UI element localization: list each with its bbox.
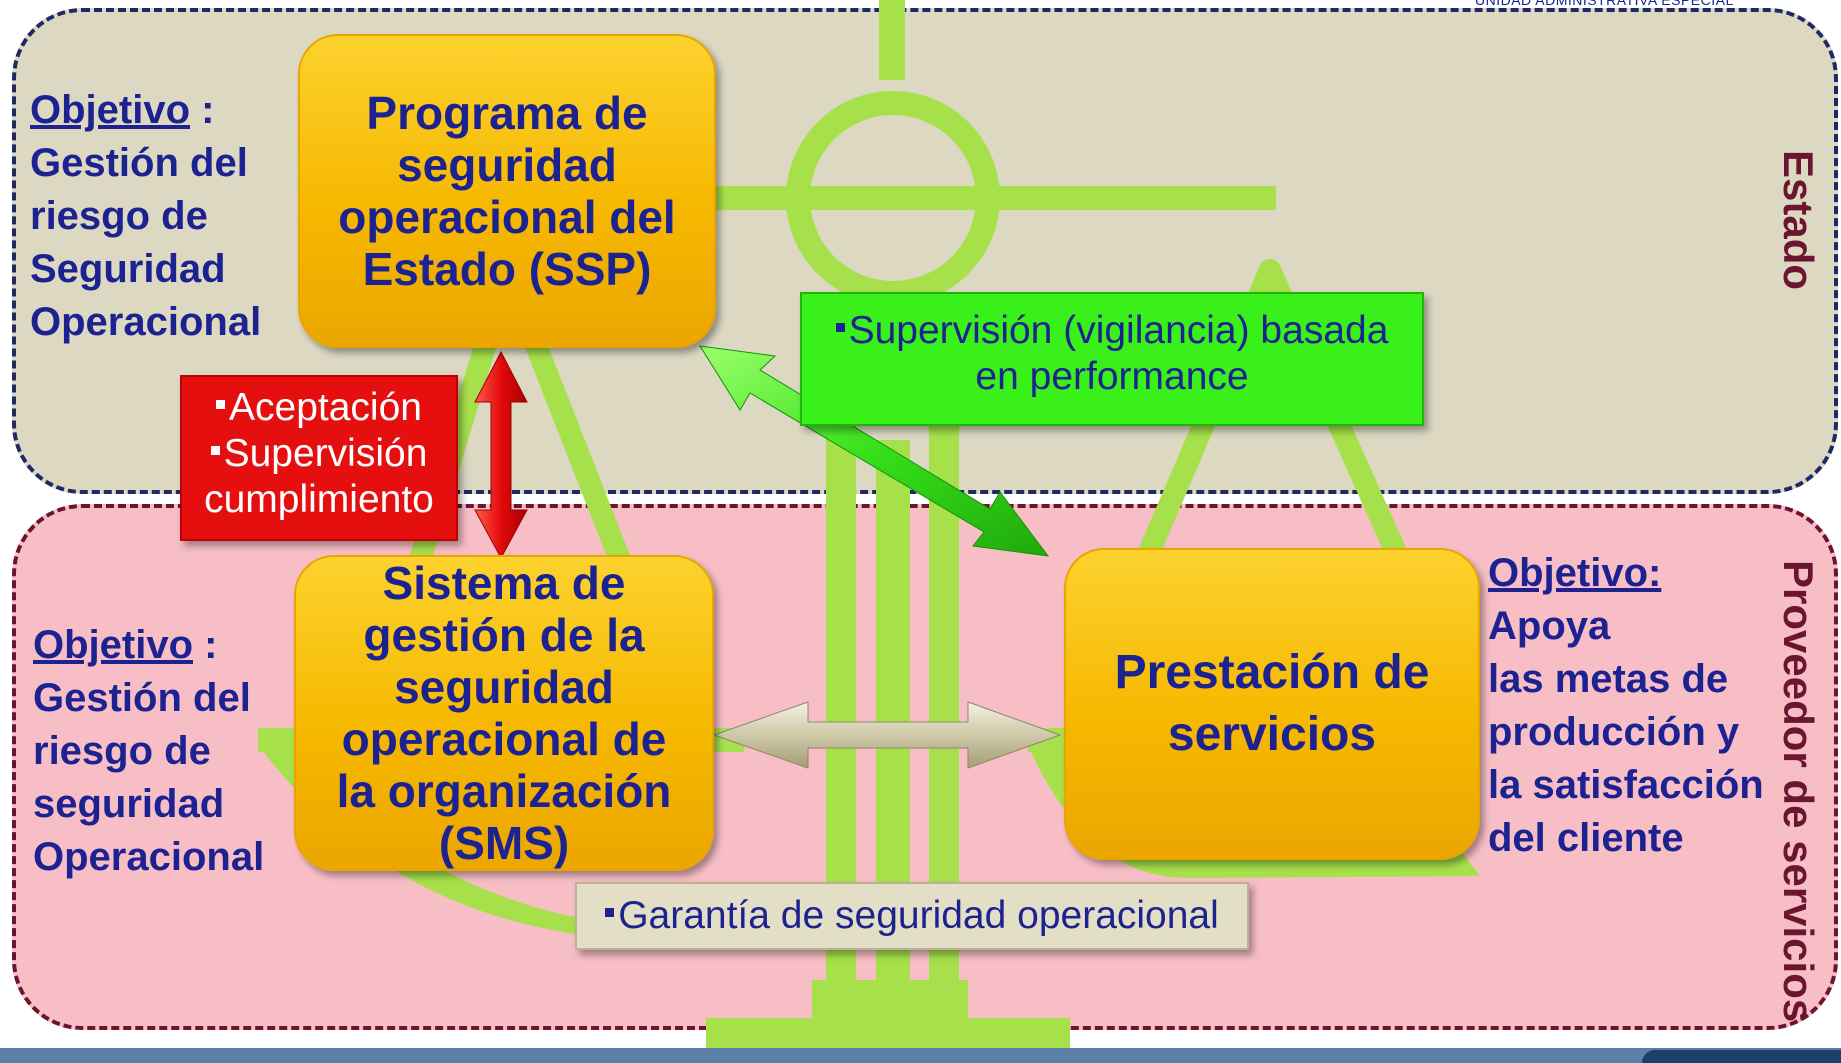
- footer-corner: [1642, 1050, 1841, 1063]
- supervision-callout: Supervisión (vigilancia) basada en perfo…: [800, 292, 1424, 426]
- bullet-icon: [210, 446, 220, 456]
- objective-heading: Objetivo:: [1488, 551, 1662, 595]
- scale-beam: [610, 186, 1276, 210]
- bullet-icon: [835, 323, 845, 333]
- objective-proveedor-right: Objetivo: Apoya las metas de producción …: [1488, 551, 1764, 860]
- prestacion-box: Prestación de servicios: [1064, 548, 1480, 860]
- garantia-callout: Garantía de seguridad operacional: [575, 882, 1249, 950]
- gray-double-arrow: [712, 701, 1062, 769]
- objective-estado: Objetivo : Gestión del riesgo de Segurid…: [30, 88, 262, 344]
- objective-heading: Objetivo: [33, 623, 194, 667]
- red-double-arrow: [474, 350, 528, 560]
- green-double-arrow: [699, 345, 1050, 557]
- aceptacion-callout: Aceptación Supervisión cumplimiento: [180, 375, 458, 541]
- ssp-box-text: Programa de seguridad operacional del Es…: [338, 87, 676, 295]
- objective-proveedor-left: Objetivo : Gestión del riesgo de segurid…: [33, 623, 265, 879]
- bullet-icon: [216, 400, 226, 410]
- scale-top-post: [879, 0, 905, 80]
- proveedor-label: Proveedor de servicios: [1775, 560, 1822, 1023]
- scale-string-left-2: [519, 319, 631, 571]
- scale-base-upper: [812, 980, 968, 1020]
- scale-base: [706, 1018, 1070, 1048]
- sms-box-text: Sistema de gestión de la seguridad opera…: [336, 557, 672, 869]
- prestacion-box-text: Prestación de servicios: [1114, 646, 1430, 761]
- ssp-box: Programa de seguridad operacional del Es…: [298, 34, 716, 348]
- bullet-icon: [605, 908, 615, 918]
- sms-box: Sistema de gestión de la seguridad opera…: [294, 555, 714, 871]
- watermark-text: UNIDAD ADMINISTRATIVA ESPECIAL: [1475, 0, 1734, 8]
- footer-bar: [0, 1048, 1841, 1063]
- estado-label: Estado: [1775, 150, 1822, 291]
- objective-heading: Objetivo: [30, 88, 191, 132]
